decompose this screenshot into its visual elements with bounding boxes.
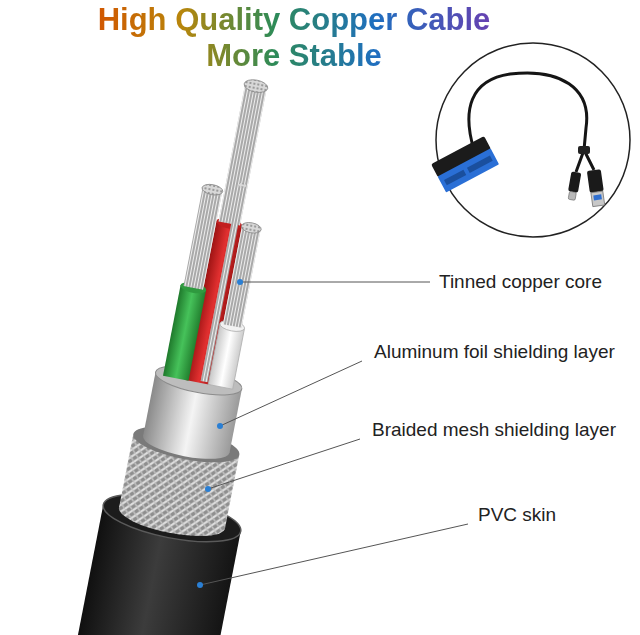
white-wire bbox=[208, 221, 264, 390]
sata-connector bbox=[431, 136, 499, 192]
leader-line bbox=[240, 282, 430, 283]
cable-cross-section bbox=[50, 67, 326, 635]
usb-a-plug bbox=[587, 169, 606, 207]
leader-line bbox=[200, 524, 468, 585]
braid-bottom bbox=[116, 493, 228, 543]
leader-dot bbox=[197, 582, 203, 588]
adapter-cable bbox=[469, 73, 587, 150]
leader-dot bbox=[217, 423, 223, 429]
part-label: Aluminum foil shielding layer bbox=[372, 341, 617, 363]
leader-dot bbox=[205, 486, 211, 492]
split-joint bbox=[578, 146, 590, 154]
leader-line bbox=[208, 439, 360, 489]
part-label: Tinned copper core bbox=[437, 271, 604, 293]
leader-dots bbox=[197, 279, 243, 588]
part-label: Braided mesh shielding layer bbox=[370, 419, 618, 441]
type-c-plug bbox=[567, 171, 582, 200]
green-wire bbox=[163, 182, 226, 380]
leader-line bbox=[220, 361, 362, 426]
title: High Quality Copper Cable More Stable bbox=[92, 2, 496, 74]
part-label: PVC skin bbox=[476, 504, 558, 526]
leader-dot bbox=[237, 279, 243, 285]
